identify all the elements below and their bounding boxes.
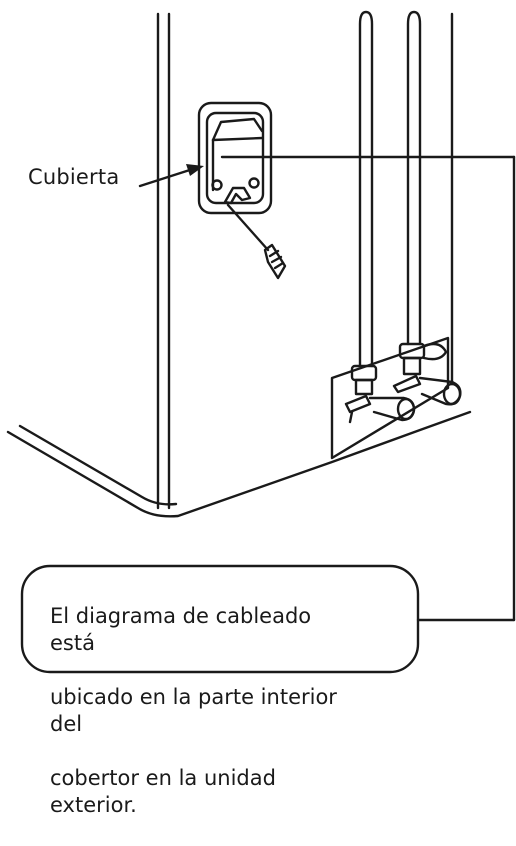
note-line: cobertor en la unidad exterior. [50,766,276,817]
refrigerant-pipes [358,10,422,368]
outdoor-unit-illustration [6,10,516,674]
unit-left-edge [156,12,171,510]
cover-label-pointer [138,166,198,188]
diagram-canvas: Cubierta El diagrama de cableado está ub… [6,10,516,817]
cover-label-arrowhead [186,164,204,176]
upper-valve [392,342,462,406]
valve-plate [330,336,450,460]
cover-label: Cubierta [28,165,120,189]
note-line: El diagrama de cableado está [50,604,312,655]
unit-base-edge [6,410,472,518]
screw-icon [226,203,287,280]
wiring-diagram-note: El diagrama de cableado está ubicado en … [50,576,350,846]
note-line: ubicado en la parte interior del [50,685,337,736]
lower-valve [344,364,416,424]
note-box [20,564,420,674]
